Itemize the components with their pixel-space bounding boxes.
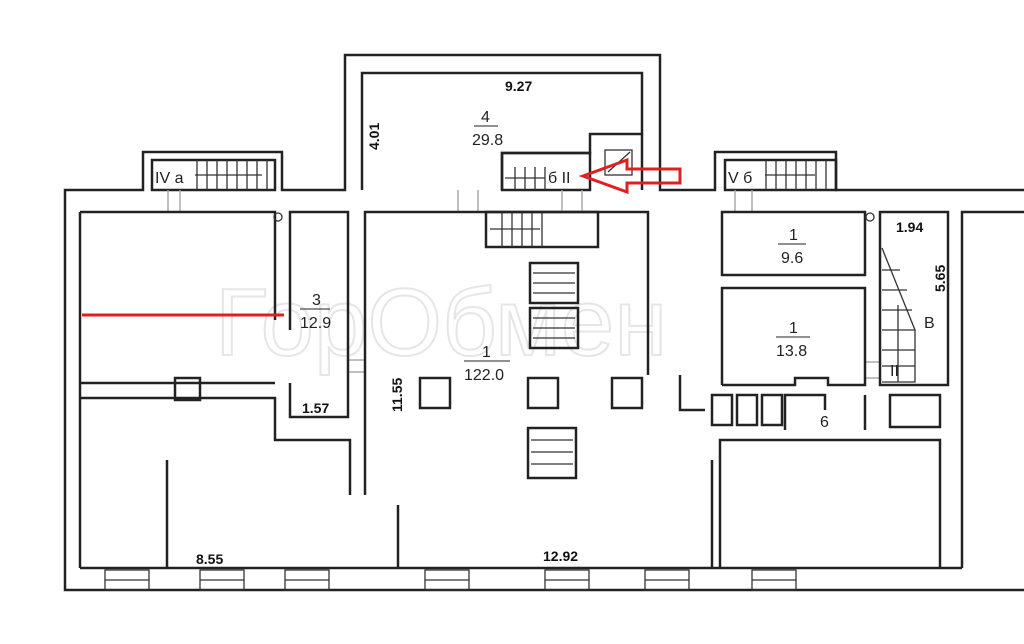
highlight-arrow-icon: [578, 157, 682, 195]
dim-hall-depth: 11.55: [389, 378, 405, 412]
room-4-number: 4: [481, 109, 490, 126]
dim-corridor: 1.57: [302, 400, 329, 416]
stair-b: [878, 210, 950, 387]
doorways: [167, 190, 880, 379]
dim-annex-width: 9.27: [505, 78, 532, 94]
room-1-hall-area: 122.0: [464, 367, 504, 384]
stair-left-label: IV а: [155, 170, 184, 187]
stair-b-letter: В: [924, 315, 935, 332]
sink-icon: [273, 212, 283, 222]
room-1-hall: [165, 210, 650, 568]
stair-center: [484, 151, 600, 249]
room-6-label: 6: [820, 414, 829, 431]
stair-right-label: V б: [728, 170, 752, 187]
room-3-number: 3: [312, 292, 321, 309]
room-1a-number: 1: [789, 227, 798, 244]
room-1b-number: 1: [789, 320, 798, 337]
watermark: ГорОбмен: [215, 269, 667, 376]
outer-walls: [63, 53, 1024, 592]
room-1-hall-number: 1: [482, 344, 491, 361]
stair-center-label: б II: [548, 170, 571, 187]
windows: [104, 569, 797, 591]
room-1a-area: 9.6: [781, 250, 803, 267]
dim-stair-b-width: 1.94: [896, 219, 923, 235]
column: [610, 376, 644, 410]
dim-left-front: 8.55: [196, 551, 223, 567]
room-4-area: 29.8: [472, 132, 503, 149]
room-1b-area: 13.8: [776, 343, 807, 360]
stair-b-roman: II: [890, 363, 899, 380]
room-3: [80, 210, 352, 495]
dim-hall-front: 12.92: [543, 548, 578, 564]
dim-stair-b-length: 5.65: [932, 265, 948, 292]
column: [526, 376, 560, 410]
stair-left: [150, 158, 277, 192]
vent-grille: [526, 261, 580, 480]
right-rooms: [678, 210, 950, 568]
stair-right: [723, 158, 838, 192]
room-3-area: 12.9: [300, 315, 331, 332]
column: [418, 376, 452, 410]
dim-annex-depth: 4.01: [366, 123, 382, 150]
shaft-icon: [604, 149, 633, 176]
